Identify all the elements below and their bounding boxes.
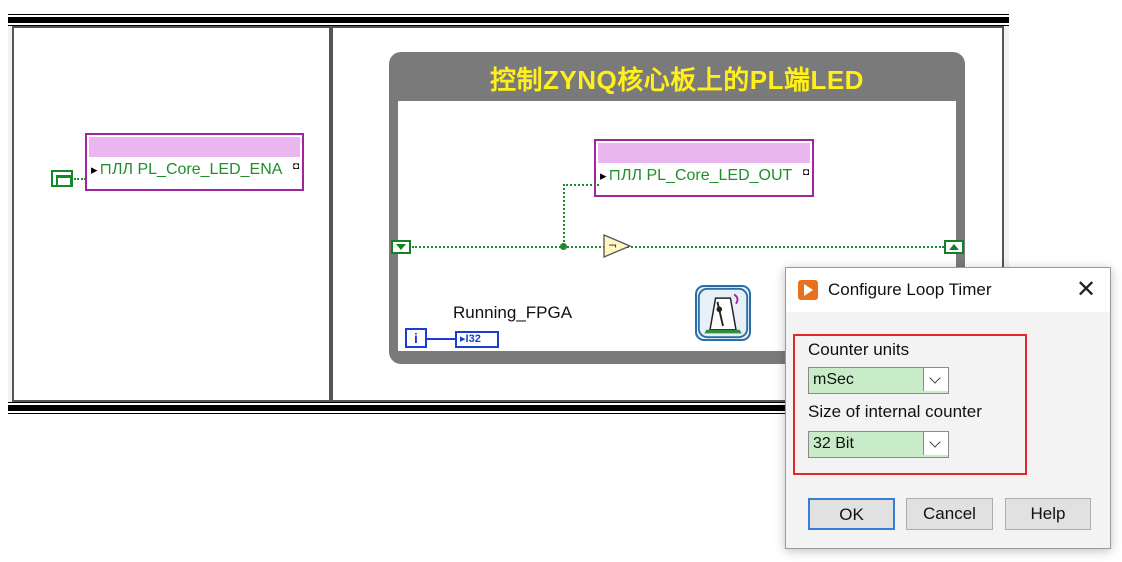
counter-size-select[interactable]: 32 Bit xyxy=(808,431,949,458)
help-button[interactable]: Help xyxy=(1005,498,1091,530)
io-node-end-icon: ◘ xyxy=(292,161,299,172)
highlight-box xyxy=(793,334,1027,475)
int-wire[interactable] xyxy=(427,338,455,340)
iteration-terminal[interactable]: i xyxy=(405,328,427,348)
shift-register-right[interactable] xyxy=(944,240,964,254)
io-waveform-icon: ⊓ЛЛ xyxy=(608,167,643,184)
branch-wire-to-out[interactable] xyxy=(563,184,599,186)
close-icon[interactable]: ✕ xyxy=(1075,276,1097,303)
configure-loop-timer-dialog: Configure Loop Timer ✕ Counter units mSe… xyxy=(785,267,1111,549)
svg-text:¬: ¬ xyxy=(608,239,617,252)
io-node-end-icon: ◘ xyxy=(802,167,809,178)
io-node-row: ▸⊓ЛЛ PL_Core_LED_OUT xyxy=(600,165,792,185)
fpga-io-node-ena[interactable]: ▸⊓ЛЛ PL_Core_LED_ENA ◘ xyxy=(85,133,304,191)
loop-title: 控制ZYNQ核心板上的PL端LED xyxy=(490,65,864,95)
ok-button[interactable]: OK xyxy=(808,498,895,530)
ena-node-label: PL_Core_LED_ENA xyxy=(137,161,283,178)
io-node-header xyxy=(598,143,810,163)
film-strip-top xyxy=(8,14,1009,26)
counter-size-label: Size of internal counter xyxy=(808,402,982,421)
counter-units-label: Counter units xyxy=(808,340,910,359)
cancel-button[interactable]: Cancel xyxy=(906,498,993,530)
shift-register-left[interactable] xyxy=(391,240,411,254)
io-node-header xyxy=(89,137,300,157)
sequence-frame-1[interactable] xyxy=(12,26,331,402)
io-write-arrow-icon: ▸ xyxy=(600,168,607,183)
shift-register-left-icon xyxy=(396,244,406,250)
bool-wire-ena[interactable] xyxy=(74,178,86,180)
chevron-down-icon[interactable] xyxy=(923,432,948,455)
io-node-row: ▸⊓ЛЛ PL_Core_LED_ENA xyxy=(91,159,282,179)
metronome-icon[interactable] xyxy=(695,285,751,341)
counter-units-select[interactable]: mSec xyxy=(808,367,949,394)
io-write-arrow-icon: ▸ xyxy=(91,162,98,177)
not-gate-icon[interactable]: ¬ xyxy=(602,234,632,258)
io-waveform-icon: ⊓ЛЛ xyxy=(99,161,134,178)
i32-indicator[interactable]: ▸I32 xyxy=(455,331,499,348)
labview-logo-icon xyxy=(798,280,818,300)
dialog-title: Configure Loop Timer xyxy=(828,280,992,299)
shift-register-wire[interactable] xyxy=(412,246,944,248)
fpga-io-node-out[interactable]: ▸⊓ЛЛ PL_Core_LED_OUT ◘ xyxy=(594,139,814,197)
shift-register-right-icon xyxy=(949,244,959,250)
film-strip-bottom xyxy=(8,402,1009,414)
i32-arrow-icon: ▸ xyxy=(460,333,466,345)
counter-size-value: 32 Bit xyxy=(813,435,854,452)
branch-wire-vertical[interactable] xyxy=(563,184,565,246)
running-fpga-label: Running_FPGA xyxy=(453,303,573,322)
chevron-down-icon[interactable] xyxy=(923,368,948,391)
counter-units-value: mSec xyxy=(813,371,854,388)
dialog-titlebar: Configure Loop Timer ✕ xyxy=(786,268,1110,312)
out-node-label: PL_Core_LED_OUT xyxy=(646,167,793,184)
wire-junction-dot xyxy=(560,243,567,250)
true-constant[interactable] xyxy=(51,170,73,187)
i32-label: I32 xyxy=(465,333,481,345)
